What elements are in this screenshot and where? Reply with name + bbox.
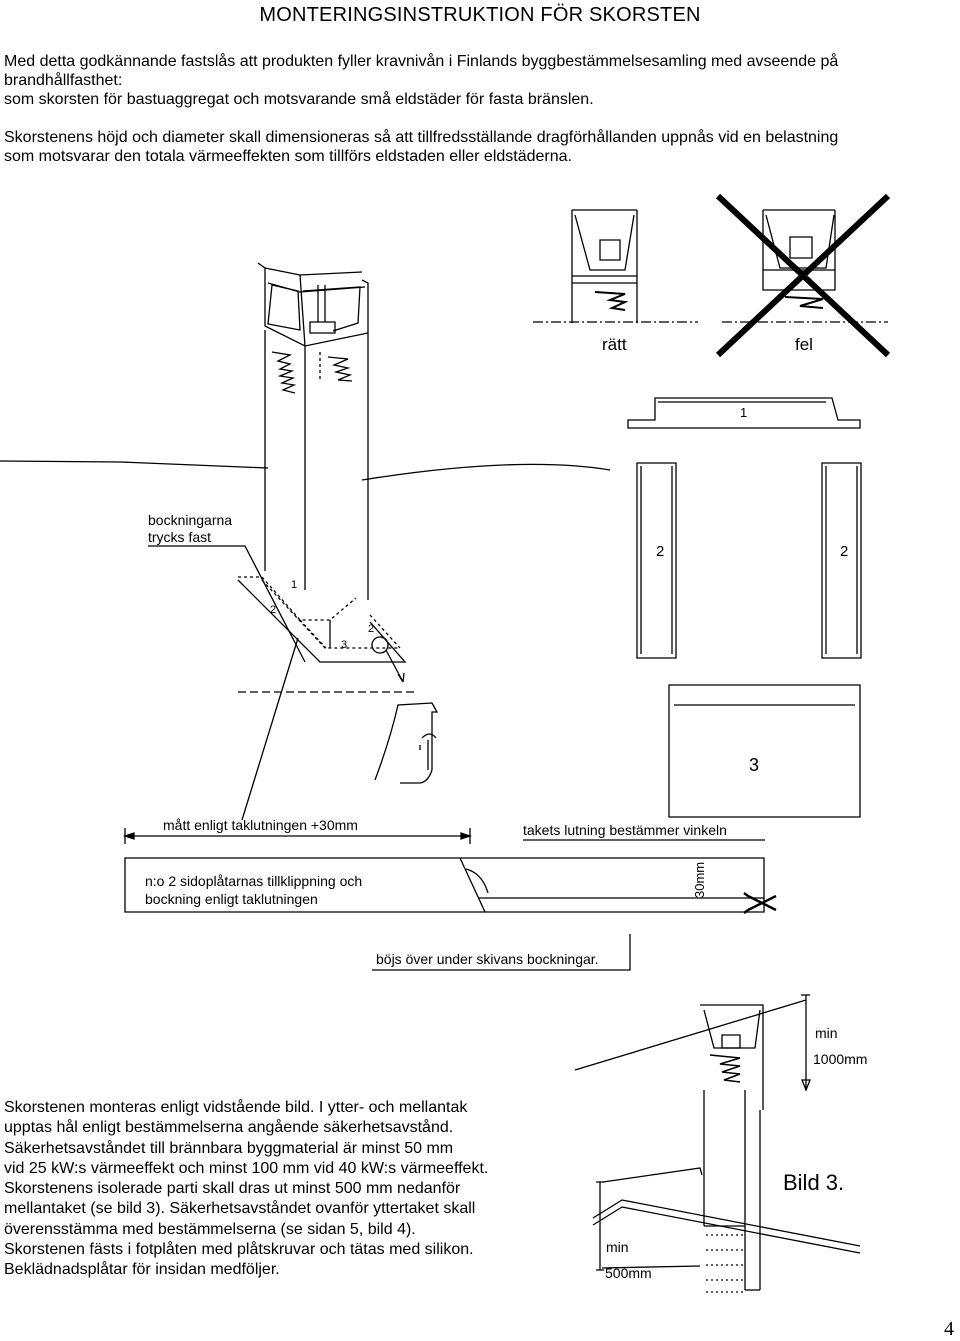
hook-detail — [419, 733, 437, 750]
measure-label: mått enligt taklutningen +30mm — [163, 817, 358, 833]
scissors-icon — [743, 892, 777, 914]
min-1000-label: 1000mm — [813, 1051, 867, 1067]
clip-label: n:o 2 sidoplåtarnas tillklippning och — [145, 873, 362, 889]
mounting-text: Skorstenen monteras enligt vidstående bi… — [4, 1098, 564, 1281]
part-1-plate — [627, 397, 861, 429]
chimney-wrong — [762, 209, 836, 309]
mounting-line: Säkerhetsavståndet till brännbara byggma… — [4, 1139, 454, 1157]
hook-detail — [374, 702, 439, 784]
part-3-plate — [668, 684, 861, 818]
part-label: 2 — [368, 623, 374, 635]
mounting-line: Skorstenens isolerade parti skall dras u… — [4, 1180, 461, 1198]
label-wrong: fel — [795, 335, 813, 354]
min-label: min — [815, 1025, 838, 1041]
clip-label: bockning enligt taklutningen — [145, 891, 318, 907]
roof-line — [0, 460, 269, 469]
roof-angle-label: takets lutning bestämmer vinkeln — [523, 822, 727, 838]
fold-label: böjs över under skivans bockningar. — [376, 951, 599, 967]
bends-label: bockningarna — [148, 512, 232, 528]
part-label: 2 — [656, 543, 664, 560]
fold-line — [372, 934, 631, 971]
part-2-strip — [821, 462, 862, 659]
mounting-line: mellantaket (se bild 3). Säkerhetsavstån… — [4, 1200, 476, 1218]
intro-line: Med detta godkännande fastslås att produ… — [4, 53, 839, 70]
part-label: 2 — [840, 543, 848, 560]
bends-underline — [148, 545, 306, 663]
part-label: 3 — [749, 755, 759, 775]
page-title: MONTERINGSINSTRUKTION FÖR SKORSTEN — [259, 4, 701, 26]
mounting-line: Skorstenen fästs i fotplåten med plåtskr… — [4, 1241, 474, 1259]
min-500-label: 500mm — [605, 1265, 652, 1281]
mounting-line: Beklädnadsplåtar för insidan medföljer. — [4, 1261, 280, 1279]
mounting-line: upptas hål enligt bestämmelserna angåend… — [4, 1119, 454, 1137]
cross-mark — [715, 193, 891, 358]
height-paragraph-line: som motsvarar den totala värmeeffekten s… — [4, 148, 572, 165]
part-label: 1 — [291, 579, 297, 591]
height-paragraph-line: Skorstenens höjd och diameter skall dime… — [4, 129, 839, 146]
chimney-correct — [571, 209, 638, 323]
label-correct: rätt — [602, 335, 627, 354]
part-2-strip — [636, 462, 677, 659]
intro-line: som skorsten för bastuaggregat och motsv… — [4, 91, 594, 108]
mounting-line: Skorstenen monteras enligt vidstående bi… — [4, 1099, 468, 1116]
part-label: 2 — [270, 604, 276, 616]
bends-label: trycks fast — [148, 529, 211, 545]
exploded-parts — [237, 576, 407, 683]
part-label: 3 — [341, 639, 347, 651]
intro-text: Med detta godkännande fastslås att produ… — [4, 52, 944, 166]
chimney-illustration — [257, 262, 369, 600]
bild3-illustration — [574, 994, 861, 1293]
mounting-line: vid 25 kW:s värmeeffekt och minst 100 mm… — [4, 1159, 489, 1177]
roof-line — [361, 463, 611, 481]
min-label: min — [606, 1239, 629, 1255]
mounting-line: överensstämma med bestämmelserna (se sid… — [4, 1220, 416, 1238]
intro-line: brandhållfasthet: — [4, 72, 123, 89]
dim-30-label: 30mm — [692, 862, 707, 898]
leader-line — [241, 637, 299, 821]
page-number: 4 — [944, 1318, 954, 1340]
bild3-label: Bild 3. — [783, 1170, 844, 1195]
part-label: 1 — [740, 405, 747, 420]
